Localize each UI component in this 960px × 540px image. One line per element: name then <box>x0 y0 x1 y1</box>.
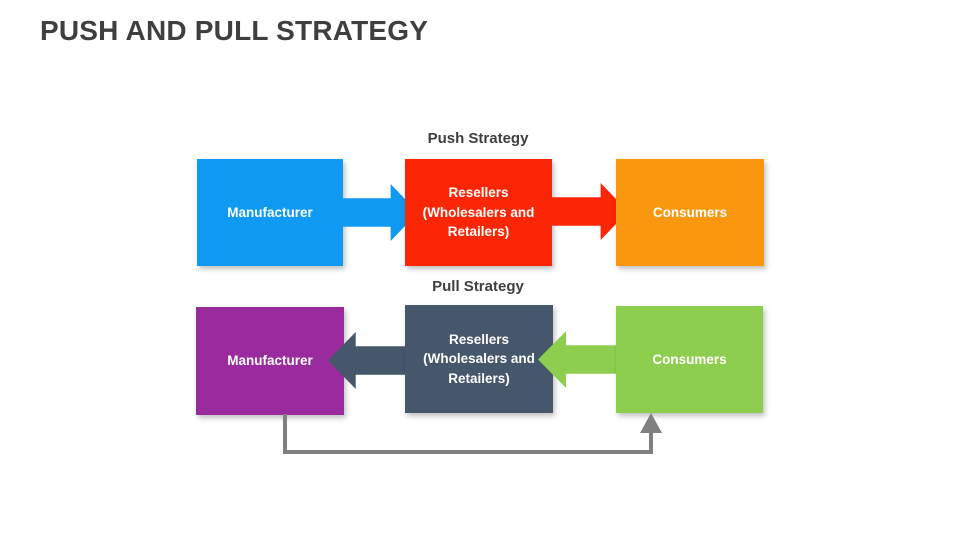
push-strategy-label: Push Strategy <box>427 130 529 147</box>
push-box-consumers: Consumers <box>616 159 764 266</box>
pull-box-consumers: Consumers <box>616 306 763 413</box>
feedback-connector-up-arrowhead-icon <box>640 413 662 433</box>
pull-strategy-label: Pull Strategy <box>432 278 524 295</box>
feedback-connector-left-segment <box>283 414 287 454</box>
pull-box-manufacturer: Manufacturer <box>196 307 344 415</box>
slide-title: PUSH AND PULL STRATEGY <box>40 15 429 46</box>
push-box-resellers: Resellers (Wholesalers and Retailers) <box>405 159 552 266</box>
push-box-manufacturer: Manufacturer <box>197 159 343 266</box>
pull-box-resellers: Resellers (Wholesalers and Retailers) <box>405 305 553 413</box>
feedback-connector-bottom-segment <box>283 450 653 454</box>
feedback-connector-right-segment <box>649 431 653 454</box>
